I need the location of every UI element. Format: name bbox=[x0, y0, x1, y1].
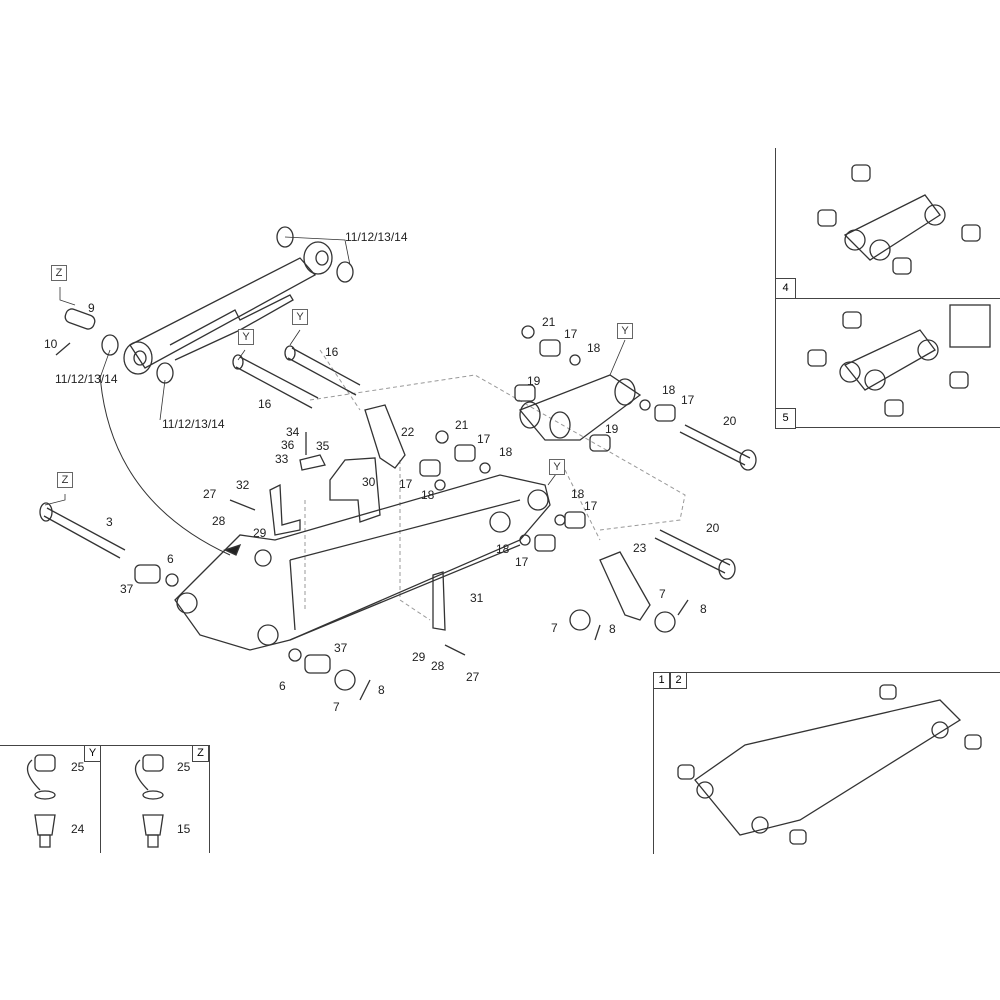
callout-17: 17 bbox=[564, 327, 578, 341]
callout-18: 18 bbox=[571, 487, 585, 501]
callout-25: 25 bbox=[177, 760, 191, 774]
callout-10: 10 bbox=[44, 337, 58, 351]
callout-17: 17 bbox=[515, 555, 529, 569]
bracket-30 bbox=[329, 457, 381, 523]
castle-nuts bbox=[334, 599, 689, 701]
callout-8: 8 bbox=[700, 602, 707, 616]
variant-12-drawing bbox=[677, 684, 982, 845]
callout-29: 29 bbox=[253, 526, 267, 540]
detail-ref-z: Z bbox=[51, 265, 67, 281]
inset-variant-4 bbox=[775, 148, 1000, 299]
callout-21: 21 bbox=[542, 315, 556, 329]
variant-4-drawing bbox=[817, 164, 981, 275]
callout-28: 28 bbox=[431, 659, 445, 673]
callout-18: 18 bbox=[662, 383, 676, 397]
reference-curve bbox=[99, 374, 231, 556]
leader-lines bbox=[44, 236, 626, 506]
callout-21: 21 bbox=[455, 418, 469, 432]
variant-1-tag: 1 bbox=[653, 672, 670, 689]
callout-6: 6 bbox=[167, 552, 174, 566]
inset-z-kit-drawing bbox=[134, 754, 164, 848]
callout-29: 29 bbox=[412, 650, 426, 664]
callout-23: 23 bbox=[633, 541, 647, 555]
boom-arm bbox=[174, 474, 551, 651]
callout-7: 7 bbox=[333, 700, 340, 714]
callout-7: 7 bbox=[551, 621, 558, 635]
callout-17: 17 bbox=[584, 499, 598, 513]
callout-24: 24 bbox=[71, 822, 85, 836]
detail-ref-y: Y bbox=[292, 309, 308, 325]
callout-36: 36 bbox=[281, 438, 295, 452]
callout-11-12-13-14: 11/12/13/14 bbox=[55, 372, 118, 386]
callout-27: 27 bbox=[466, 670, 480, 684]
callout-11-12-13-14: 11/12/13/14 bbox=[345, 230, 408, 244]
inset-z-tag: Z bbox=[192, 745, 209, 762]
detail-ref-z: Z bbox=[57, 472, 73, 488]
callout-3: 3 bbox=[106, 515, 113, 529]
detail-ref-y: Y bbox=[617, 323, 633, 339]
rocker-link bbox=[518, 374, 642, 441]
inset-y-kit-drawing bbox=[26, 754, 56, 848]
callout-33: 33 bbox=[275, 452, 289, 466]
callout-37: 37 bbox=[120, 582, 134, 596]
callout-17: 17 bbox=[477, 432, 491, 446]
callout-11-12-13-14: 11/12/13/14 bbox=[162, 417, 225, 431]
callout-17: 17 bbox=[681, 393, 695, 407]
callout-20: 20 bbox=[706, 521, 720, 535]
callout-15: 15 bbox=[177, 822, 191, 836]
assembly-guides bbox=[304, 349, 686, 621]
detail-ref-y: Y bbox=[549, 459, 565, 475]
callout-30: 30 bbox=[362, 475, 376, 489]
callout-6: 6 bbox=[279, 679, 286, 693]
clamp-33 bbox=[299, 454, 326, 471]
hydraulic-cylinder bbox=[55, 226, 354, 384]
callout-9: 9 bbox=[88, 301, 95, 315]
callout-28: 28 bbox=[212, 514, 226, 528]
bracket-32 bbox=[269, 483, 301, 536]
inset-y-tag: Y bbox=[84, 745, 101, 762]
variant-5-tag: 5 bbox=[775, 408, 796, 429]
inset-z-kit bbox=[100, 745, 210, 853]
inset-variant-5 bbox=[775, 298, 1000, 428]
bushings bbox=[134, 325, 676, 674]
variant-5-drawing bbox=[807, 304, 991, 417]
variant-2-tag: 2 bbox=[670, 672, 687, 689]
callout-32: 32 bbox=[236, 478, 250, 492]
callout-16: 16 bbox=[325, 345, 339, 359]
callout-7: 7 bbox=[659, 587, 666, 601]
link-23 bbox=[599, 551, 651, 621]
callout-37: 37 bbox=[334, 641, 348, 655]
callout-27: 27 bbox=[203, 487, 217, 501]
pin-20a bbox=[679, 424, 751, 466]
callout-8: 8 bbox=[378, 683, 385, 697]
callout-18: 18 bbox=[496, 542, 510, 556]
pin-20b bbox=[654, 529, 731, 574]
pins-16 bbox=[232, 345, 361, 409]
callout-34: 34 bbox=[286, 425, 300, 439]
variant-4-tag: 4 bbox=[775, 278, 796, 299]
link-22 bbox=[364, 404, 406, 469]
callout-8: 8 bbox=[609, 622, 616, 636]
callout-18: 18 bbox=[587, 341, 601, 355]
callout-18: 18 bbox=[499, 445, 513, 459]
callout-19: 19 bbox=[605, 422, 619, 436]
callout-31: 31 bbox=[470, 591, 484, 605]
callout-20: 20 bbox=[723, 414, 737, 428]
callout-17: 17 bbox=[399, 477, 413, 491]
detail-ref-y: Y bbox=[238, 329, 254, 345]
callout-35: 35 bbox=[316, 439, 330, 453]
callout-25: 25 bbox=[71, 760, 85, 774]
inset-variant-1-2 bbox=[653, 672, 1000, 854]
callout-18: 18 bbox=[421, 488, 435, 502]
callout-16: 16 bbox=[258, 397, 272, 411]
pin-3 bbox=[43, 507, 126, 559]
arrow-head bbox=[223, 543, 242, 556]
callout-19: 19 bbox=[527, 374, 541, 388]
bracket-31 bbox=[432, 571, 446, 631]
callout-22: 22 bbox=[401, 425, 415, 439]
